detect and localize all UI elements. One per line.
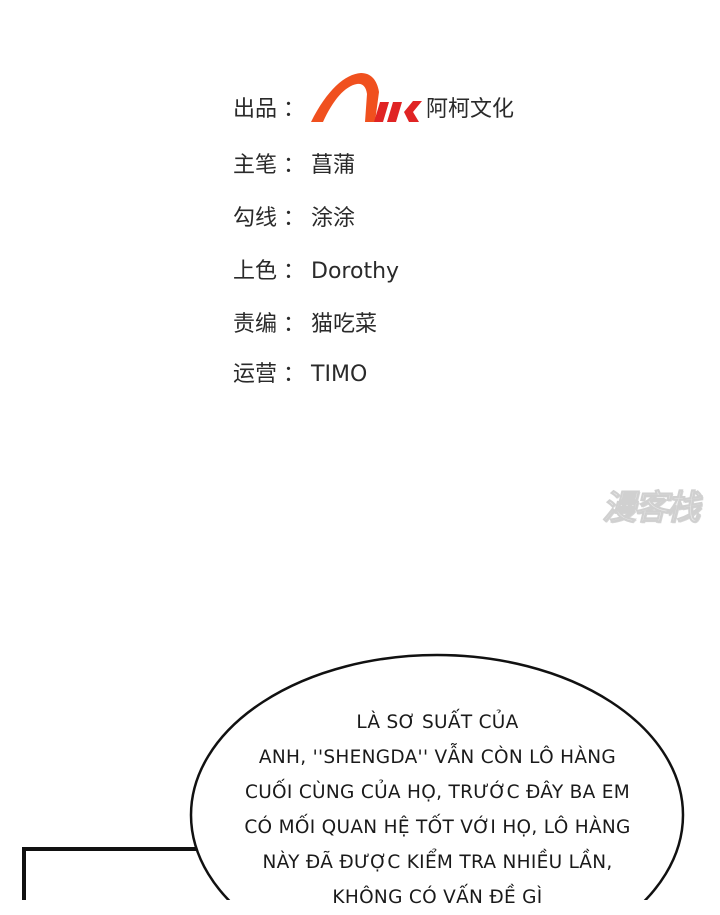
bubble-line: KHÔNG CÓ VẤN ĐỀ GÌ [332,887,543,908]
credit-role: 运营 [233,362,278,387]
credit-value: TIMO [311,362,368,387]
watermark-logo: 漫客栈 [602,488,701,529]
credit-colorist: 上色：Dorothy [233,258,399,286]
credit-separator: ： [283,259,306,284]
credit-value: 猫吃菜 [311,312,378,337]
credit-editor: 责编：猫吃菜 [233,311,377,339]
speech-bubble: LÀ SƠ SUẤT CỦA ANH, ''SHENGDA'' VẪN CÒN … [200,705,675,915]
credit-role: 勾线 [233,206,278,231]
credit-producer: 出品： [233,96,311,124]
speech-bubble-outline [189,653,685,900]
panel-border [22,847,205,900]
credit-separator: ： [283,97,306,122]
publisher-logo-icon [311,73,422,122]
credit-role: 出品 [233,97,278,122]
credit-value: 菖蒲 [311,153,356,178]
credit-role: 责编 [233,312,278,337]
bubble-line: CÓ MỐI QUAN HỆ TỐT VỚI HỌ, LÔ HÀNG [244,817,631,838]
credit-value: Dorothy [311,259,400,284]
credit-role: 上色 [233,259,278,284]
bubble-line: CUỐI CÙNG CỦA HỌ, TRƯỚC ĐÂY BA EM [244,782,630,803]
credit-lead-artist: 主笔：菖蒲 [233,152,355,180]
credit-separator: ： [283,312,306,337]
credit-separator: ： [283,206,306,231]
credit-operations: 运营：TIMO [233,361,367,389]
bubble-line: LÀ SƠ SUẤT CỦA [356,712,519,733]
bubble-line: NÀY ĐÃ ĐƯỢC KIỂM TRA NHIỀU LẦN, [262,852,613,873]
credit-line-art: 勾线：涂涂 [233,205,355,233]
credit-separator: ： [283,362,306,387]
publisher-name: 阿柯文化 [426,97,515,122]
credit-value: 涂涂 [311,206,356,231]
credit-role: 主笔 [233,153,278,178]
credit-separator: ： [283,153,306,178]
bubble-line: ANH, ''SHENGDA'' VẪN CÒN LÔ HÀNG [258,747,617,768]
